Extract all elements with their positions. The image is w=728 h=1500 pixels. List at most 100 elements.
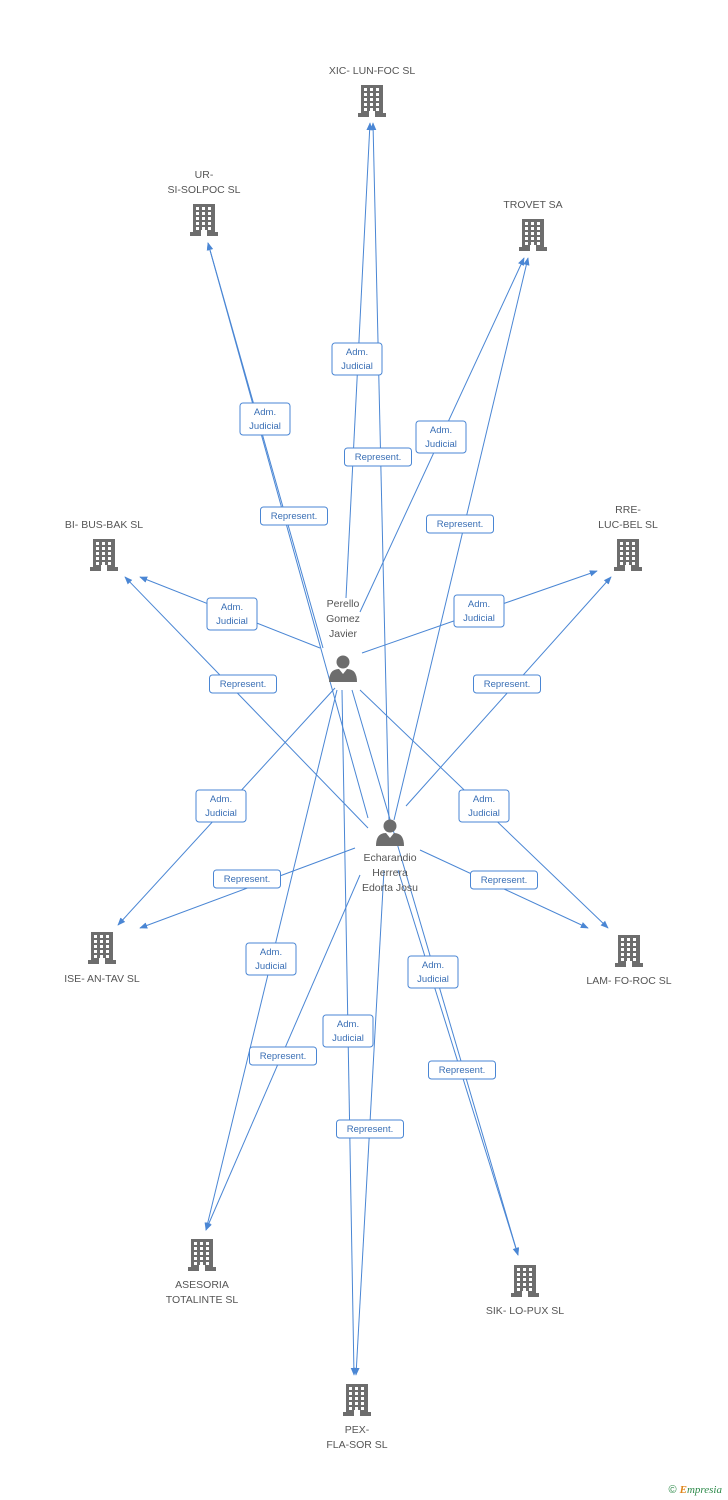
building-icon xyxy=(190,204,218,236)
edge-label-text: Judicial xyxy=(249,421,281,432)
edge-label-text: Judicial xyxy=(332,1033,364,1044)
company-node-ise[interactable]: ISE- AN-TAV SL xyxy=(64,932,140,985)
edge-label-text: Represent. xyxy=(271,511,317,522)
edge-label-box xyxy=(428,1060,496,1080)
edge-label-box xyxy=(239,402,291,436)
edge-label-text: Adm. xyxy=(210,794,232,805)
edge-label-text: Represent. xyxy=(439,1065,485,1076)
edge-label-rep-p2-ise: Represent. xyxy=(213,869,281,889)
edge-label-box xyxy=(260,506,328,526)
edge-label-adm-p1-asesoria: Adm. Judicial xyxy=(245,942,297,976)
building-icon xyxy=(615,935,643,967)
edge-label-text: Represent. xyxy=(481,875,527,886)
edge-label-box xyxy=(473,674,541,694)
edge-label-text: Adm. xyxy=(346,347,368,358)
person-icon xyxy=(329,655,357,682)
edge-label-box xyxy=(415,420,467,454)
brand-initial: E xyxy=(679,1484,687,1496)
company-name: PEX- xyxy=(345,1424,370,1436)
edge-label-text: Judicial xyxy=(341,361,373,372)
edge-label-text: Represent. xyxy=(437,519,483,530)
company-node-bibus[interactable]: BI- BUS-BAK SL xyxy=(65,519,143,571)
brand-name: mpresia xyxy=(686,1484,722,1496)
edge-p2-trovet xyxy=(393,257,530,821)
company-node-rre[interactable]: RRE- LUC-BEL SL xyxy=(598,504,658,571)
edge-label-text: Adm. xyxy=(430,425,452,436)
edge-label-box xyxy=(458,789,510,823)
edge-label-text: Judicial xyxy=(417,974,449,985)
edge-label-rep-p2-ur: Represent. xyxy=(260,506,328,526)
edge-label-text: Represent. xyxy=(260,1051,306,1062)
edge-label-rep-p2-lam: Represent. xyxy=(470,870,538,890)
building-icon xyxy=(90,539,118,571)
edge-p2-ur xyxy=(206,242,369,819)
building-icon xyxy=(358,85,386,117)
edge-label-box xyxy=(470,870,538,890)
edge-label-box xyxy=(245,942,297,976)
edge-label-text: Adm. xyxy=(221,602,243,613)
edge-p2-xic xyxy=(369,122,390,823)
company-name: BI- BUS-BAK SL xyxy=(65,519,143,531)
company-node-ur[interactable]: UR- SI-SOLPOC SL xyxy=(168,169,241,236)
company-name: LAM- FO-ROC SL xyxy=(586,975,671,987)
edge-label-box xyxy=(195,789,247,823)
edge-label-text: Adm. xyxy=(468,599,490,610)
edge-label-text: Judicial xyxy=(463,613,495,624)
edge-label-adm-p1-lam: Adm. Judicial xyxy=(458,789,510,823)
edge-label-adm-p1-bibus: Adm.Judicial xyxy=(206,597,258,631)
edge-label-text: Judicial xyxy=(255,961,287,972)
edge-label-box xyxy=(344,447,412,467)
person-name: Herrera xyxy=(372,867,408,879)
edge-label-text: Represent. xyxy=(347,1124,393,1135)
edge-label-text: Represent. xyxy=(355,452,401,463)
company-name: ASESORIA xyxy=(175,1279,229,1291)
company-node-sik[interactable]: SIK- LO-PUX SL xyxy=(486,1265,564,1317)
person-icon xyxy=(376,819,404,846)
building-icon xyxy=(519,219,547,251)
company-name: LUC-BEL SL xyxy=(598,519,658,531)
edge-label-adm-p1-sik: Adm. Judicial xyxy=(407,955,459,989)
edge-label-box xyxy=(336,1119,404,1139)
company-node-trovet[interactable]: TROVET SA xyxy=(503,199,563,251)
edge-label-text: Represent. xyxy=(220,679,266,690)
company-name: RRE- xyxy=(615,504,641,516)
edge-label-rep-p2-sik: Represent. xyxy=(428,1060,496,1080)
edge-label-text: Adm. xyxy=(260,947,282,958)
edge-label-box xyxy=(407,955,459,989)
company-name: SI-SOLPOC SL xyxy=(168,184,241,196)
edge-label-text: Judicial xyxy=(205,808,237,819)
company-node-lam[interactable]: LAM- FO-ROC SL xyxy=(586,935,672,987)
person-name: Javier xyxy=(329,628,358,640)
person-name: Echarandio xyxy=(363,852,416,864)
edge-label-rep-p2-rre: Represent. xyxy=(473,674,541,694)
edge-label-adm-p1-ur: Adm.Judicial xyxy=(239,402,291,436)
edge-label-box xyxy=(453,594,505,628)
edge-label-text: Judicial xyxy=(425,439,457,450)
company-name: TOTALINTE SL xyxy=(166,1294,239,1306)
company-name: XIC- LUN-FOC SL xyxy=(329,65,416,77)
edge-label-text: Judicial xyxy=(468,808,500,819)
edge-label-text: Represent. xyxy=(484,679,530,690)
edge-label-rep-p2-asesoria: Represent. xyxy=(249,1046,317,1066)
company-node-xic[interactable]: XIC- LUN-FOC SL xyxy=(329,65,416,117)
company-node-asesoria[interactable]: ASESORIA TOTALINTE SL xyxy=(166,1239,239,1306)
building-icon xyxy=(343,1384,371,1416)
company-name: SIK- LO-PUX SL xyxy=(486,1305,564,1317)
edge-label-rep-p2-bibus: Represent. xyxy=(209,674,277,694)
company-name: UR- xyxy=(195,169,214,181)
edge-label-text: Adm. xyxy=(473,794,495,805)
edge-label-adm-p1-trovet: Adm. Judicial xyxy=(415,420,467,454)
company-node-pex[interactable]: PEX-FLA-SOR SL xyxy=(326,1384,388,1451)
empresia-watermark: ©Empresia xyxy=(669,1484,723,1496)
edge-label-box xyxy=(206,597,258,631)
edge-label-text: Adm. xyxy=(422,960,444,971)
edge-label-box xyxy=(209,674,277,694)
company-name: TROVET SA xyxy=(503,199,562,211)
building-icon xyxy=(614,539,642,571)
edge-label-adm-p1-ise: Adm. Judicial xyxy=(195,789,247,823)
edge-label-text: Adm. xyxy=(337,1019,359,1030)
company-name: ISE- AN-TAV SL xyxy=(64,973,140,985)
